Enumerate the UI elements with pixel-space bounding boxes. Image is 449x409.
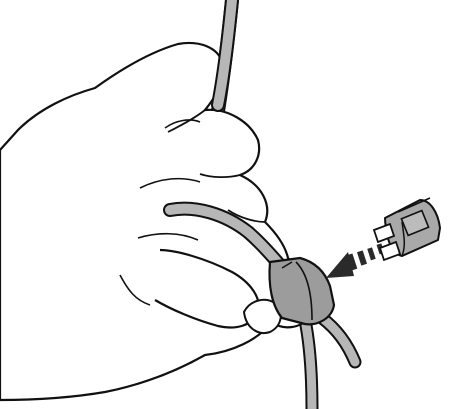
blade-fuse-icon [374,198,440,260]
arrow-left-icon [326,243,384,278]
hand [0,43,316,400]
cable-bottom-lead [305,318,355,409]
fuse-holder [270,258,335,324]
